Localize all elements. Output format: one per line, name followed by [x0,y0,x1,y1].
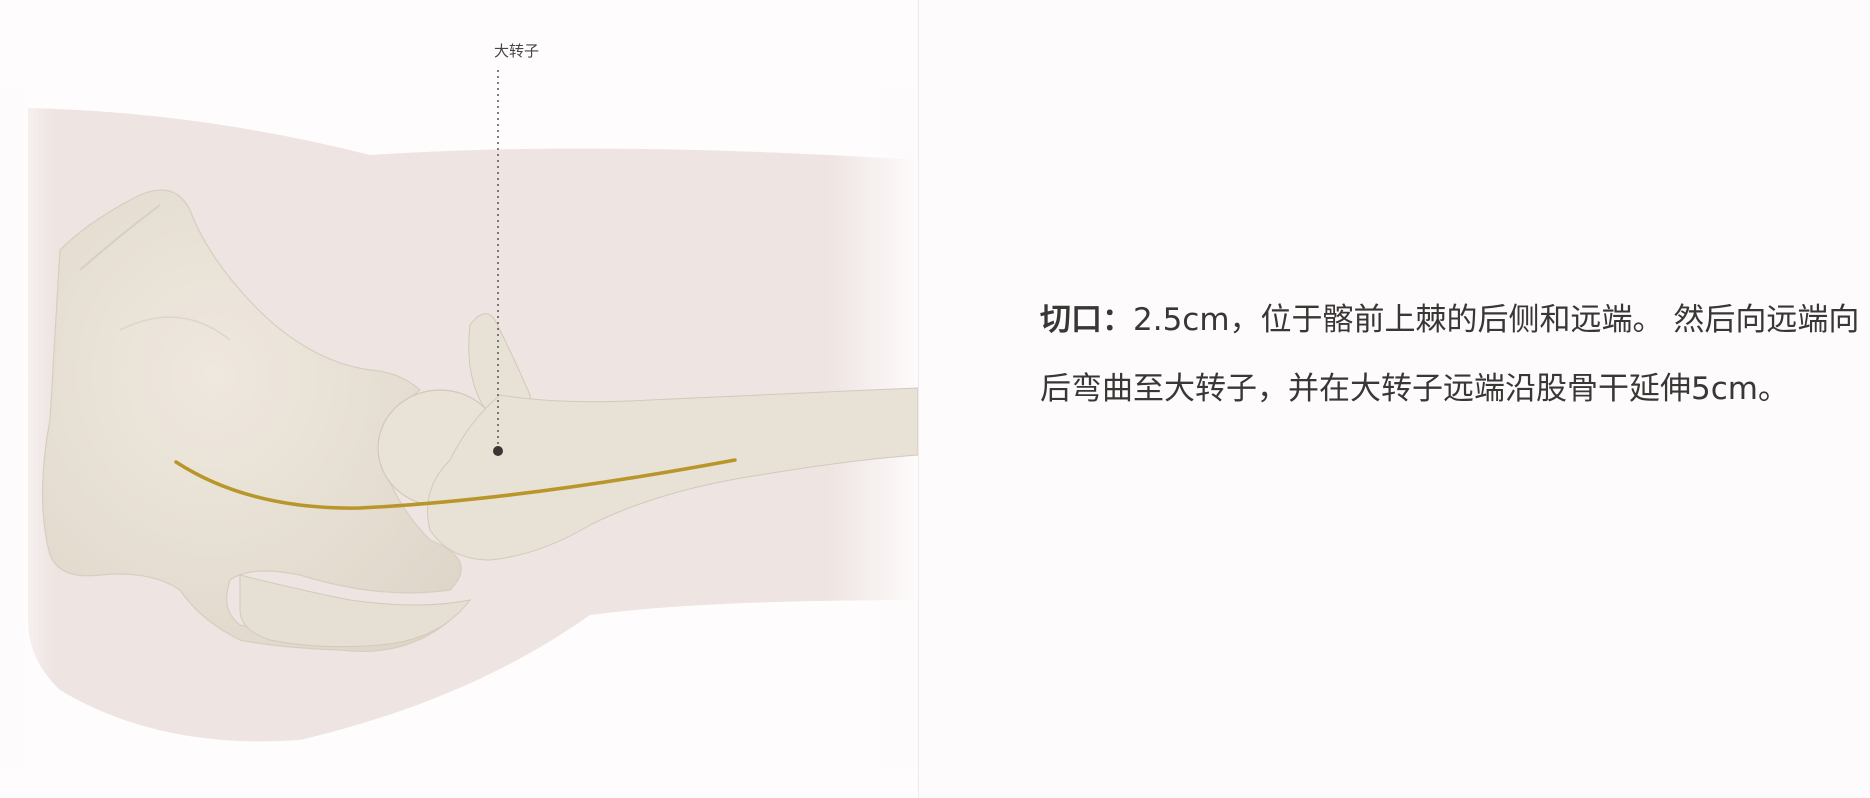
pubis-bone [239,574,472,648]
panel-divider [918,0,919,798]
greater-trochanter-label: 大转子 [494,42,540,60]
hip-anatomy-illustration [0,70,918,770]
incision-line [174,458,737,510]
incision-description: 切口：2.5cm，位于髂前上棘的后侧和远端。 然后向远端向后弯曲至大转子，并在大… [1040,286,1860,424]
incision-text: 2.5cm，位于髂前上棘的后侧和远端。 然后向远端向后弯曲至大转子，并在大转子远… [1040,302,1860,407]
incision-label: 切口： [1040,302,1133,338]
text-panel: 切口：2.5cm，位于髂前上棘的后侧和远端。 然后向远端向后弯曲至大转子，并在大… [1040,286,1860,424]
illustration-panel: 大转子 [0,0,918,798]
pelvis-bone [41,189,471,653]
callout-dot [493,446,503,456]
